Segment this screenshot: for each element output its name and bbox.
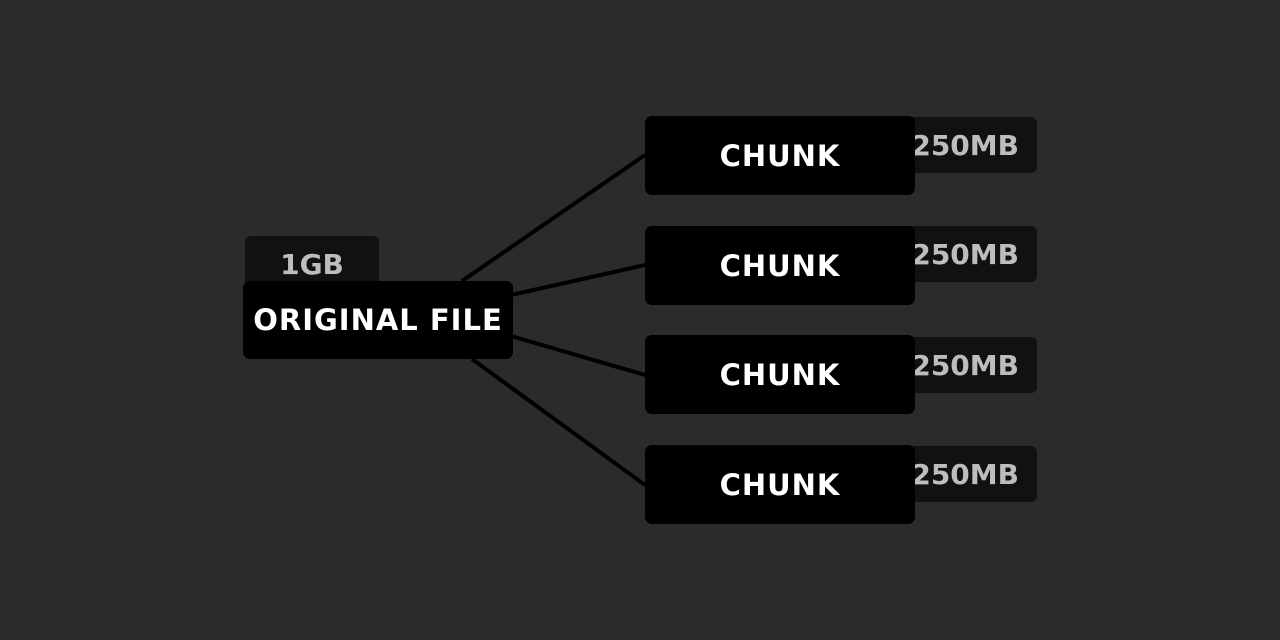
chunk-label: CHUNK (719, 248, 841, 283)
source-size-label: 1GB (280, 247, 344, 281)
chunk-size-label: 250MB (911, 457, 1019, 491)
chunk-label: CHUNK (719, 467, 841, 502)
chunk-node: CHUNK (645, 116, 915, 195)
chunk-size-label: 250MB (911, 237, 1019, 271)
chunk-label: CHUNK (719, 357, 841, 392)
original-file-node: ORIGINAL FILE (243, 281, 513, 359)
connector-line-2 (510, 263, 646, 297)
chunk-size-label: 250MB (911, 128, 1019, 162)
chunk-size-label: 250MB (911, 348, 1019, 382)
connector-line-3 (510, 334, 646, 377)
chunk-node: CHUNK (645, 335, 915, 414)
chunk-size-tag: 250MB (900, 337, 1037, 393)
chunk-size-tag: 250MB (900, 226, 1037, 282)
original-file-label: ORIGINAL FILE (253, 303, 503, 337)
chunk-size-tag: 250MB (900, 446, 1037, 502)
chunk-label: CHUNK (719, 138, 841, 173)
chunk-node: CHUNK (645, 445, 915, 524)
chunk-node: CHUNK (645, 226, 915, 305)
connector-line-1 (460, 153, 647, 283)
chunk-size-tag: 250MB (900, 117, 1037, 173)
connector-line-4 (470, 357, 647, 487)
